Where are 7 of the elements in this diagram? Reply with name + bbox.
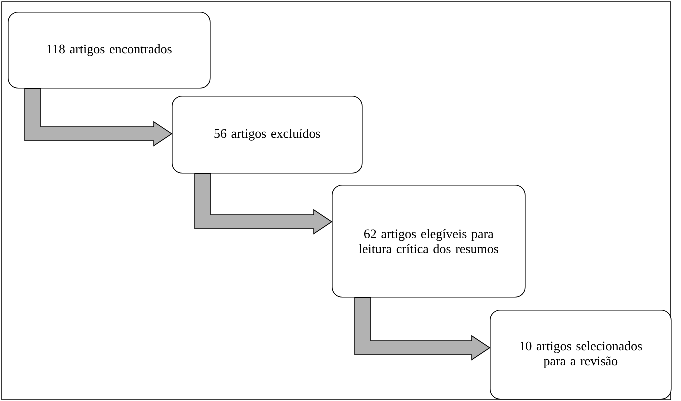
process-box: 10 artigos selecionados para a revisão — [490, 310, 672, 400]
process-box: 118 artigos encontrados — [8, 12, 211, 89]
arrow — [354, 297, 491, 361]
arrow — [24, 88, 173, 147]
process-box: 62 artigos elegíveis para leitura crítica dos resumos — [332, 185, 526, 298]
process-box: 56 artigos excluídos — [172, 96, 363, 174]
arrow — [194, 173, 333, 235]
